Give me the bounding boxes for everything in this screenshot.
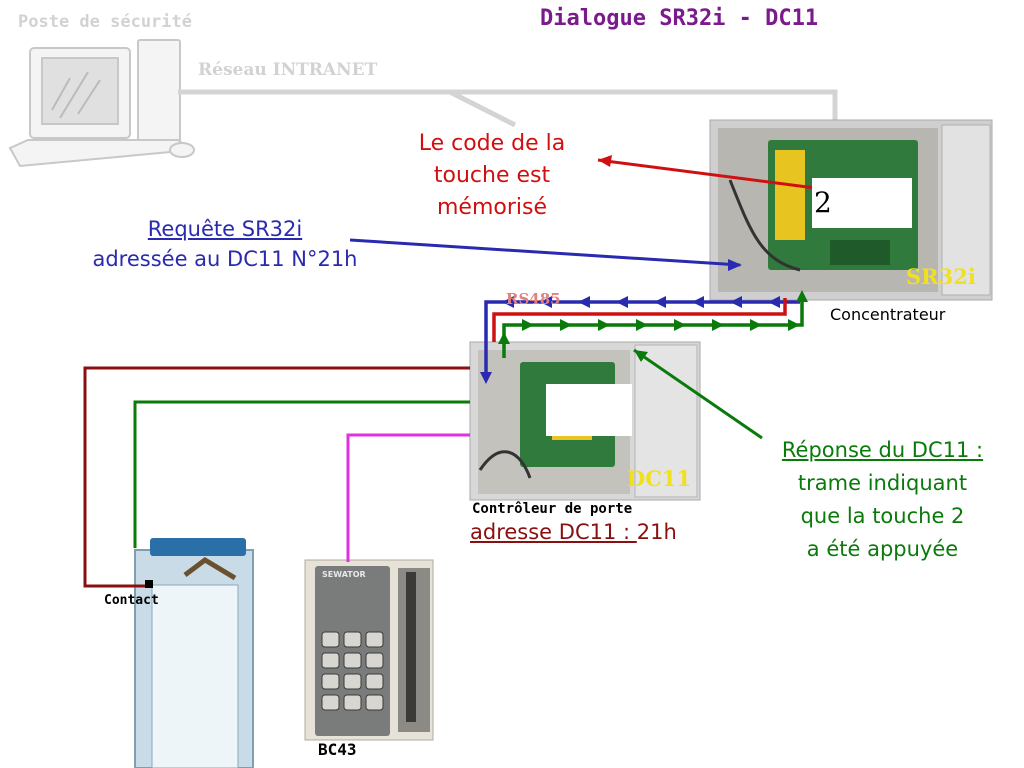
sr32i-enclosure [709, 119, 993, 301]
keypad-key [343, 652, 362, 669]
request-arrowhead [616, 296, 628, 308]
keypad-key [343, 631, 362, 648]
bc43-keypad [304, 559, 434, 741]
request-arrowhead [768, 296, 780, 308]
memorised-line-1: Le code de la [418, 131, 566, 156]
request-arrowhead [540, 296, 552, 308]
request-arrowhead [578, 296, 590, 308]
contact-wire [83, 366, 470, 588]
request-arrowhead [502, 296, 514, 308]
poste-label: Poste de sécurité [18, 12, 192, 32]
memorised-label: Le code de la touche est mémorisé [392, 128, 592, 224]
request-arrowhead [654, 296, 666, 308]
concentrateur-label: Concentrateur [830, 305, 946, 324]
lock-wire [133, 400, 470, 548]
response-pointer [633, 348, 763, 440]
response-line-1: trame indiquant [797, 471, 968, 495]
keypad-key [365, 673, 384, 690]
reseau-label: Réseau INTRANET [198, 60, 378, 80]
memorised-line-3: mémorisé [436, 195, 547, 220]
page-title: Dialogue SR32i - DC11 [540, 6, 819, 31]
keypad-key [365, 631, 384, 648]
keypad-key [321, 652, 340, 669]
request-arrowhead [730, 296, 742, 308]
adresse-value: 21h [636, 520, 677, 544]
request-label: Requête SR32i adressée au DC11 N°21h [50, 214, 400, 274]
response-arrowhead [712, 319, 724, 331]
keypad-key [365, 694, 384, 711]
request-line-2: adressée au DC11 N°21h [92, 247, 358, 271]
keypad-keys [321, 631, 384, 711]
adresse-label: adresse DC11 : 21h [470, 520, 677, 544]
sr32i-label: SR32i [906, 264, 976, 289]
response-label: Réponse du DC11 : trame indiquant que la… [755, 434, 1010, 566]
request-arrowhead [692, 296, 704, 308]
brand-label: SEWATOR [322, 570, 366, 579]
intranet-link [178, 89, 838, 128]
request-pointer [349, 238, 741, 267]
key-display-box: 2 [812, 178, 912, 228]
door-drawing [134, 538, 254, 768]
adresse-key: adresse DC11 : [470, 520, 637, 544]
request-line-1: Requête SR32i [147, 217, 303, 241]
bc43-label: BC43 [318, 740, 357, 759]
keypad-key [343, 673, 362, 690]
response-arrowhead [674, 319, 686, 331]
keypad-key [343, 694, 362, 711]
keypad-key [321, 694, 340, 711]
rs485-label: RS485 [506, 290, 561, 308]
keypad-wire [346, 433, 470, 562]
keypad-key [365, 652, 384, 669]
controleur-label: Contrôleur de porte [472, 501, 633, 517]
keypad-key [321, 631, 340, 648]
response-arrowhead [636, 319, 648, 331]
response-arrowhead [522, 319, 534, 331]
key-value: 2 [814, 186, 832, 219]
response-arrows [522, 319, 800, 331]
response-line-3: a été appuyée [806, 537, 959, 561]
response-arrowhead [598, 319, 610, 331]
memorised-pointer [597, 158, 816, 190]
dc11-display-box [546, 384, 632, 436]
response-arrowhead [788, 319, 800, 331]
contact-label: Contact [104, 593, 159, 608]
response-title: Réponse du DC11 : [781, 438, 984, 462]
memorised-line-2: touche est [433, 163, 551, 188]
response-arrowhead [750, 319, 762, 331]
response-line-2: que la touche 2 [800, 504, 965, 528]
request-arrows [502, 296, 780, 308]
dc11-label: DC11 [627, 466, 692, 491]
computer-icon [8, 39, 195, 168]
keypad-key [321, 673, 340, 690]
rs485-red-line [492, 298, 787, 342]
response-arrowhead [560, 319, 572, 331]
